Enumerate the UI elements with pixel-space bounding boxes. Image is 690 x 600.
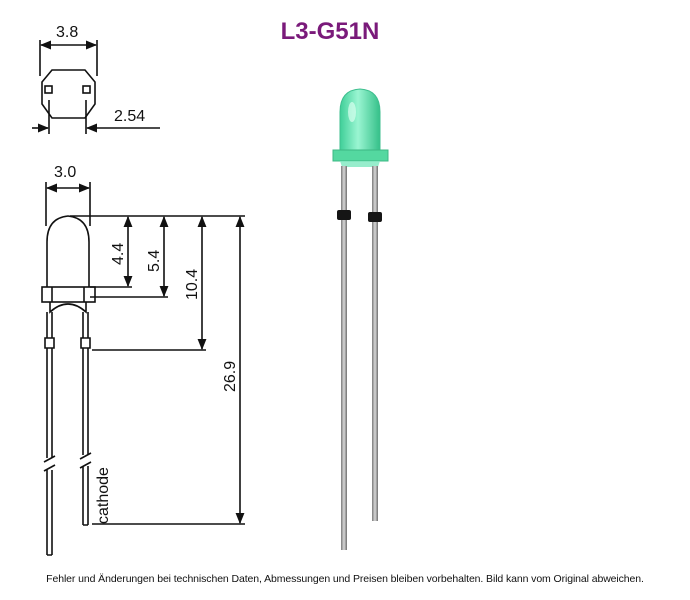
- lead-square-right: [82, 85, 91, 94]
- photo-lead-right: [372, 166, 378, 521]
- led-lens: [339, 88, 381, 151]
- photo-kink-right: [368, 212, 382, 222]
- photo-kink-left: [337, 210, 351, 220]
- dim-height-5-4: 5.4: [146, 250, 163, 272]
- led-photo: [332, 88, 389, 550]
- disclaimer-text: Fehler und Änderungen bei technischen Da…: [46, 573, 644, 585]
- top-outline: [41, 69, 96, 119]
- led-flange-photo: [332, 149, 389, 162]
- dim-pitch: 2.54: [114, 108, 145, 125]
- lead-right: [80, 312, 91, 526]
- dim-height-26-9: 26.9: [222, 361, 239, 392]
- photo-lead-left: [341, 166, 347, 550]
- lead-left: [44, 312, 55, 556]
- led-body-outline: [46, 215, 90, 287]
- dim-width-top: 3.8: [56, 24, 78, 41]
- dim-diameter: 3.0: [54, 164, 76, 181]
- dim-height-4-4: 4.4: [110, 243, 127, 265]
- led-flange: [41, 286, 96, 303]
- product-title: L3-G51N: [280, 18, 380, 45]
- side-view: [41, 182, 245, 556]
- dim-height-10-4: 10.4: [184, 269, 201, 300]
- top-view: [32, 40, 160, 134]
- lead-square-left: [44, 85, 53, 94]
- cathode-label: cathode: [95, 467, 112, 524]
